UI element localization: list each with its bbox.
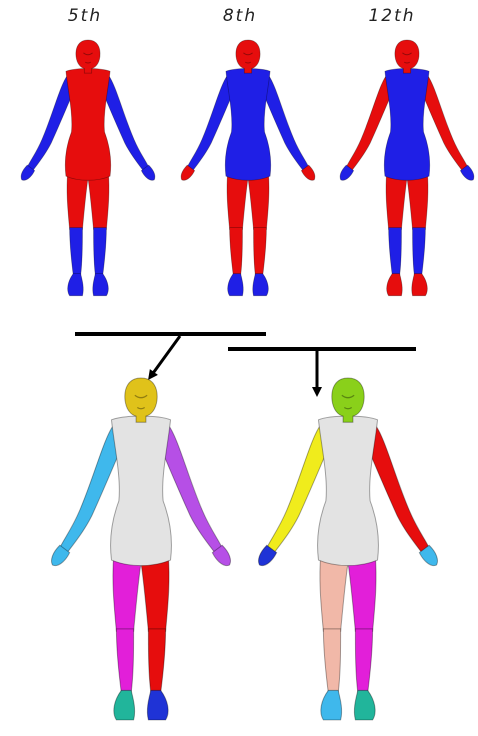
figure-merge-a bbox=[52, 378, 231, 720]
eighth-left-foot bbox=[228, 274, 244, 296]
twelfth-right-shin bbox=[413, 228, 426, 276]
merge-b-torso bbox=[318, 416, 379, 565]
fifth-right-foot bbox=[93, 274, 109, 296]
eighth-torso bbox=[225, 69, 271, 181]
merge-a-torso bbox=[111, 416, 172, 565]
merge-a-head bbox=[125, 378, 157, 422]
eighth-left-shin bbox=[230, 228, 243, 276]
merge-b-head bbox=[332, 378, 364, 422]
merge-b-left-foot bbox=[321, 690, 342, 720]
eighth-head bbox=[236, 40, 260, 73]
merge-a-left-shin bbox=[116, 629, 133, 693]
fifth-left-shin bbox=[70, 228, 83, 276]
twelfth-torso bbox=[384, 69, 430, 181]
merge-a-right-foot bbox=[147, 690, 168, 720]
merge-b-right-foot bbox=[354, 690, 375, 720]
fifth-left-foot bbox=[68, 274, 84, 296]
fifth-head bbox=[76, 40, 100, 73]
fifth-right-shin bbox=[94, 228, 107, 276]
figure-5th bbox=[21, 40, 155, 296]
merge-b-right-shin bbox=[355, 629, 372, 693]
merge-a-left-foot bbox=[114, 690, 135, 720]
eighth-right-shin bbox=[254, 228, 267, 276]
merge-a-right-shin bbox=[148, 629, 165, 693]
twelfth-left-shin bbox=[389, 228, 402, 276]
eighth-right-foot bbox=[253, 274, 269, 296]
figure-8th bbox=[181, 40, 315, 296]
twelfth-right-foot bbox=[412, 274, 428, 296]
twelfth-left-foot bbox=[387, 274, 403, 296]
twelfth-head bbox=[395, 40, 419, 73]
merge-b-left-shin bbox=[323, 629, 340, 693]
figure-merge-b bbox=[259, 378, 438, 720]
connector-arrow-left bbox=[151, 336, 180, 376]
fifth-torso bbox=[65, 69, 111, 181]
figure-12th bbox=[340, 40, 474, 296]
